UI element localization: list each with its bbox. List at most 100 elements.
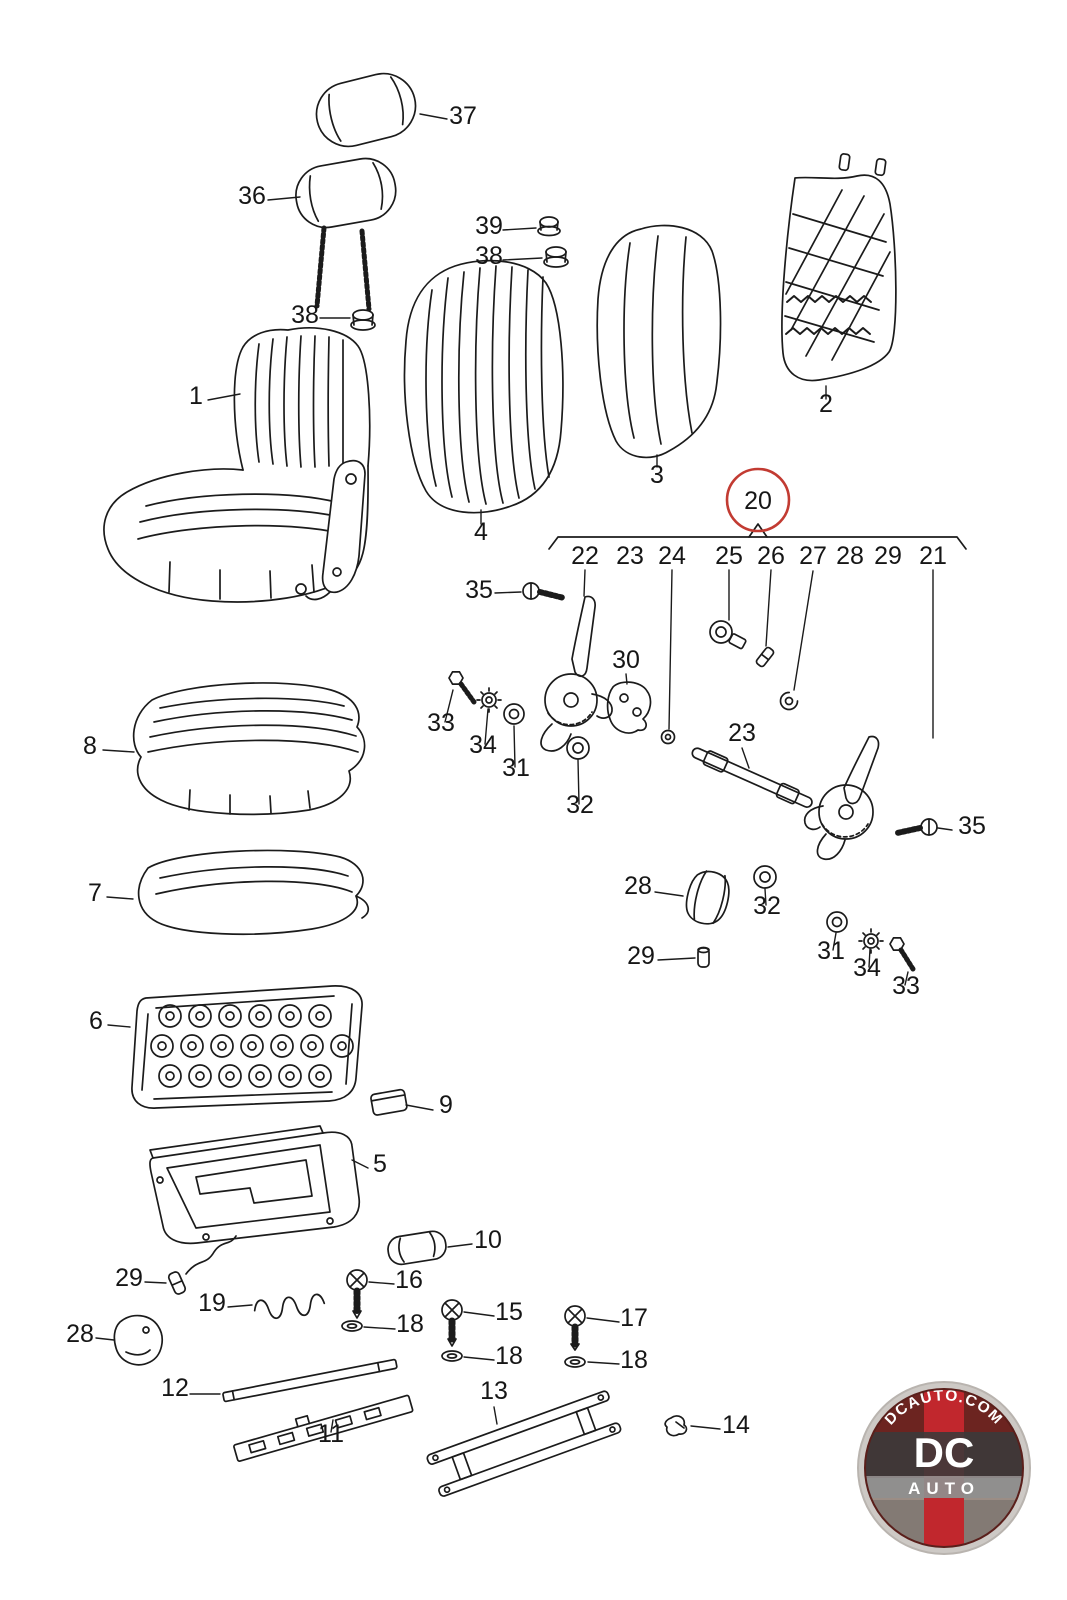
part-6-spring-mat: [131, 985, 363, 1109]
part-label-1: 1: [189, 382, 203, 410]
part-label-33-right: 33: [892, 972, 920, 1000]
part-label-23-group: 23: [616, 542, 644, 570]
part-7-cushion-cover: [137, 849, 370, 936]
part-38-grommet-top: [543, 246, 569, 268]
part-3-backrest-cushion: [596, 224, 722, 459]
part-34-washer-right: [858, 928, 884, 954]
part-label-32-right: 32: [753, 892, 781, 920]
part-label-28-group: 28: [836, 542, 864, 570]
part-33-bolt-right: [889, 937, 916, 972]
part-29-pin-right: [697, 946, 710, 968]
part-15-screw: [441, 1299, 463, 1347]
part-label-4: 4: [474, 518, 488, 546]
part-label-9: 9: [439, 1091, 453, 1119]
part-18-washer-c: [564, 1356, 586, 1368]
part-label-5: 5: [373, 1150, 387, 1178]
highlight-circle-20: [725, 467, 791, 533]
part-5-seat-frame: [149, 1125, 361, 1275]
part-2-backrest-frame: [781, 153, 897, 382]
part-10-bolster: [387, 1230, 447, 1266]
part-label-29-pin: 29: [627, 942, 655, 970]
part-14-clip: [664, 1415, 688, 1437]
part-27-clip: [779, 691, 799, 711]
part-17-screw: [564, 1305, 586, 1351]
part-38-grommet-left: [350, 309, 376, 331]
part-11-slotted-rail: [233, 1394, 414, 1462]
part-label-12: 12: [161, 1374, 189, 1402]
part-label-27: 27: [799, 542, 827, 570]
part-label-23-rod: 23: [728, 719, 756, 747]
part-label-25: 25: [715, 542, 743, 570]
part-33-bolt-left: [448, 671, 477, 705]
part-32-washer-right: [753, 865, 777, 889]
part-24-ring: [660, 729, 676, 745]
part-label-26: 26: [757, 542, 785, 570]
part-label-17: 17: [620, 1304, 648, 1332]
part-label-28-knob: 28: [624, 872, 652, 900]
part-35-screw-right: [894, 818, 938, 836]
part-label-35-right: 35: [958, 812, 986, 840]
part-34-washer-left: [476, 687, 502, 713]
part-18-washer-b: [441, 1350, 463, 1362]
part-26-pin: [755, 646, 775, 668]
part-label-28-cover: 28: [66, 1320, 94, 1348]
part-label-21: 21: [919, 542, 947, 570]
part-labels: 37 36 39 38 38 1 2 3 4 20 22 23 24 25 26…: [66, 102, 986, 1448]
part-label-37: 37: [449, 102, 477, 130]
logo-dc-text: DC: [914, 1429, 975, 1476]
part-label-18-a: 18: [396, 1310, 424, 1338]
part-label-20: 20: [744, 487, 772, 515]
part-label-14: 14: [722, 1411, 750, 1439]
part-23-rod: [691, 747, 813, 808]
part-label-36: 36: [238, 182, 266, 210]
part-label-30: 30: [612, 646, 640, 674]
part-label-31-left: 31: [502, 754, 530, 782]
part-30-bracket: [606, 681, 652, 734]
part-28-cover-lower: [113, 1314, 163, 1366]
part-4-backrest-cover: [403, 259, 564, 514]
dcauto-logo: DCAUTO.COM DC AUTO: [857, 1381, 1031, 1555]
part-label-16: 16: [395, 1266, 423, 1294]
part-label-3: 3: [650, 461, 664, 489]
part-18-washer-a: [341, 1320, 363, 1332]
part-label-15: 15: [495, 1298, 523, 1326]
part-16-screw: [346, 1269, 368, 1319]
part-label-29-group: 29: [874, 542, 902, 570]
part-label-33-left: 33: [427, 709, 455, 737]
part-label-38-top: 38: [475, 242, 503, 270]
part-37-headrest: [315, 72, 417, 148]
part-label-34-right: 34: [853, 954, 881, 982]
part-31-washer-right: [826, 911, 848, 933]
part-label-35-left: 35: [465, 576, 493, 604]
part-31-washer-left: [503, 703, 525, 725]
part-label-18-c: 18: [620, 1346, 648, 1374]
part-29-pin-lower: [167, 1271, 187, 1295]
part-32-washer-left: [566, 736, 590, 760]
part-1-seat-assembly: [103, 327, 371, 603]
part-label-18-b: 18: [495, 1342, 523, 1370]
part-label-22: 22: [571, 542, 599, 570]
part-label-7: 7: [88, 879, 102, 907]
part-label-34-left: 34: [469, 731, 497, 759]
part-12-rail: [222, 1358, 398, 1403]
part-label-10: 10: [474, 1226, 502, 1254]
part-label-29-lower: 29: [115, 1264, 143, 1292]
part-label-11: 11: [318, 1420, 344, 1448]
part-28-knob: [685, 870, 730, 925]
leader-lines: [95, 113, 953, 1433]
part-19-spring: [253, 1293, 326, 1320]
part-label-8: 8: [83, 732, 97, 760]
part-label-31-right: 31: [817, 937, 845, 965]
part-label-19: 19: [198, 1289, 226, 1317]
part-label-13: 13: [480, 1377, 508, 1405]
part-label-6: 6: [89, 1007, 103, 1035]
part-label-2: 2: [819, 390, 833, 418]
part-13-rail-frame: [426, 1390, 622, 1497]
part-35-screw-left: [522, 582, 567, 601]
part-label-24: 24: [658, 542, 686, 570]
group-20-brace: [548, 523, 967, 550]
part-25-button: [709, 620, 747, 650]
part-9-pad: [370, 1088, 408, 1116]
